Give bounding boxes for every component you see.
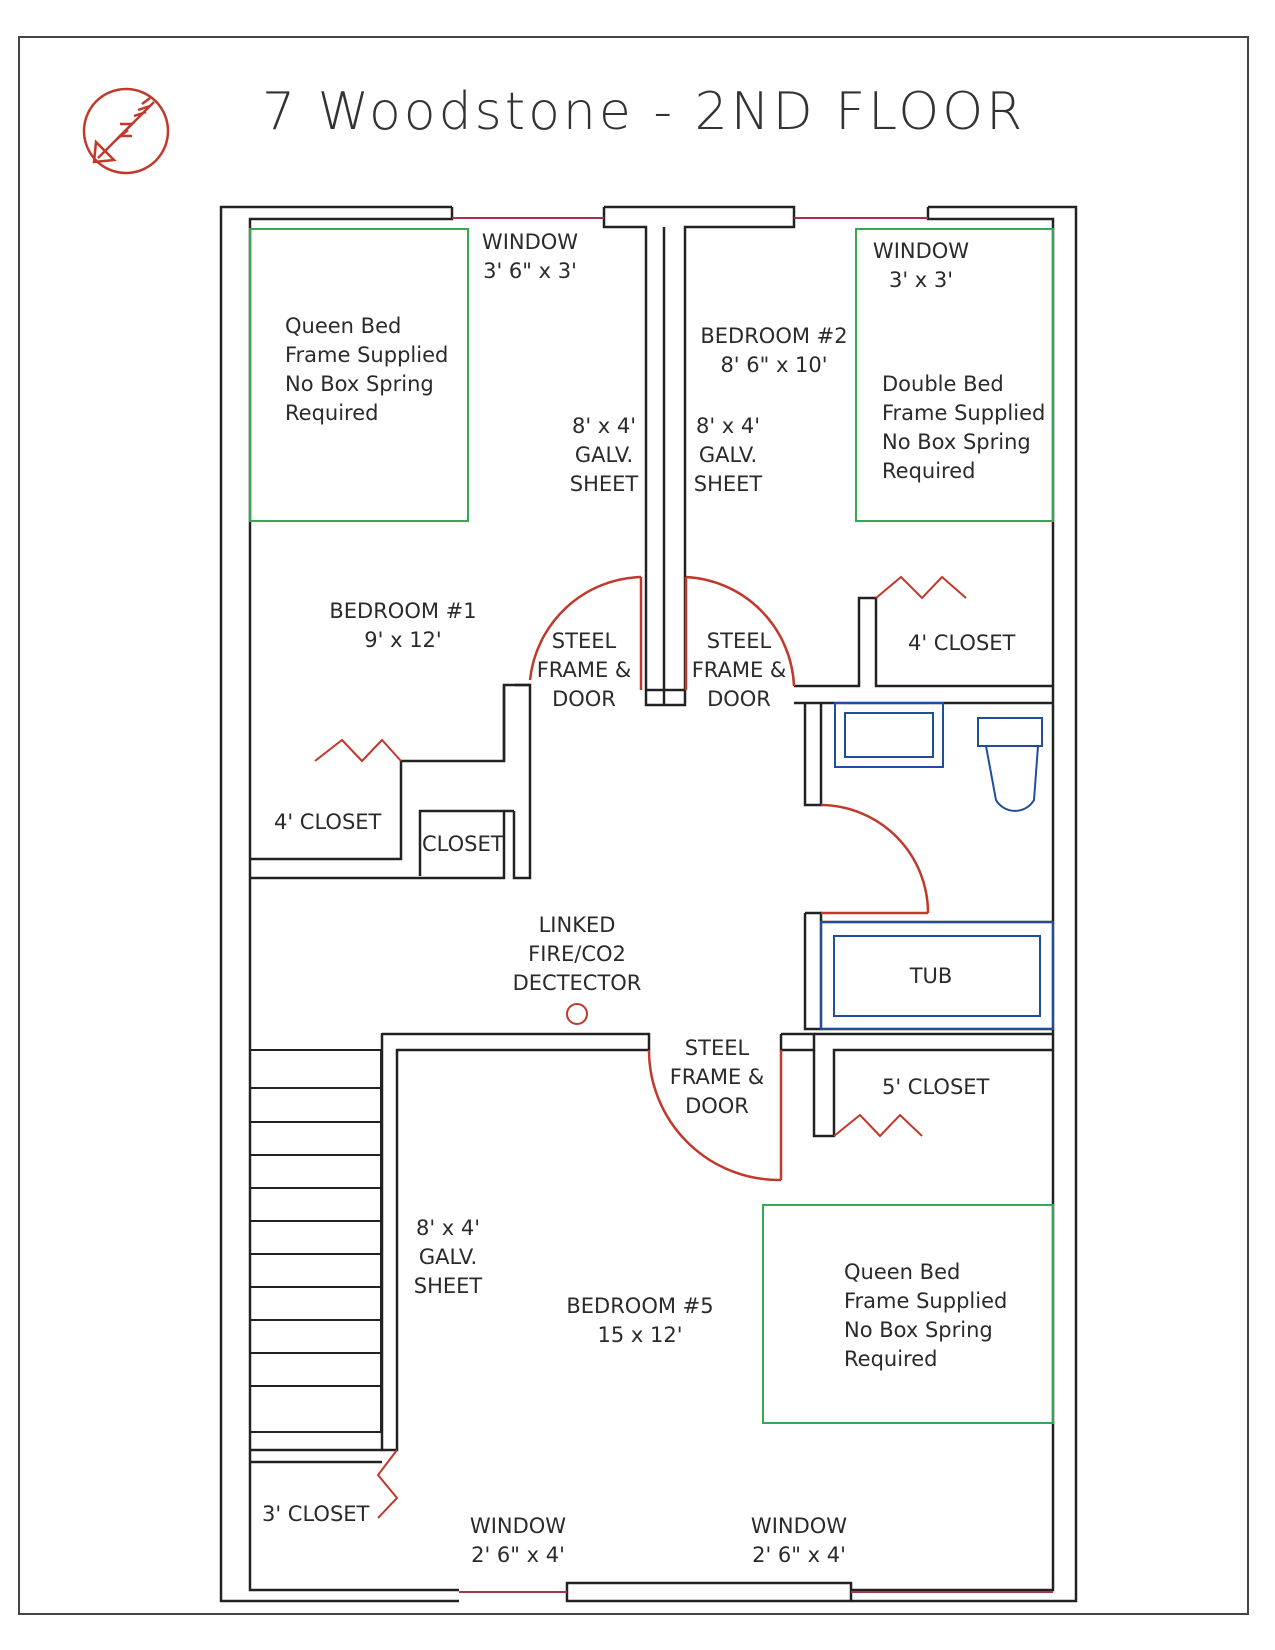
beds xyxy=(249,228,1054,1424)
north-arrow-icon xyxy=(82,87,170,175)
galv-sheet-bottom-label: 8' x 4'GALV.SHEET xyxy=(413,1216,483,1298)
stairs xyxy=(249,1049,382,1433)
closet-hall-label: CLOSET xyxy=(422,832,504,856)
walls xyxy=(219,205,1078,1603)
windows xyxy=(452,217,1053,1593)
galv-sheet-left-label: 8' x 4'GALV.SHEET xyxy=(569,414,639,496)
galv-sheet-right-label: 8' x 4'GALV.SHEET xyxy=(693,414,763,496)
tub-label: TUB xyxy=(909,964,953,988)
detector-circle-icon xyxy=(566,1003,588,1025)
door-swings xyxy=(528,575,930,1182)
closet-3-label: 3' CLOSET xyxy=(262,1502,370,1526)
closet-5-label: 5' CLOSET xyxy=(882,1075,990,1099)
closet-bedroom2-label: 4' CLOSET xyxy=(908,631,1016,655)
page-border xyxy=(18,36,1249,1615)
page-title: 7 Woodstone - 2ND FLOOR xyxy=(262,82,1026,142)
closet-markers xyxy=(314,575,967,1519)
closet-bedroom1-label: 4' CLOSET xyxy=(274,810,382,834)
bath-fixtures xyxy=(820,702,1054,1030)
